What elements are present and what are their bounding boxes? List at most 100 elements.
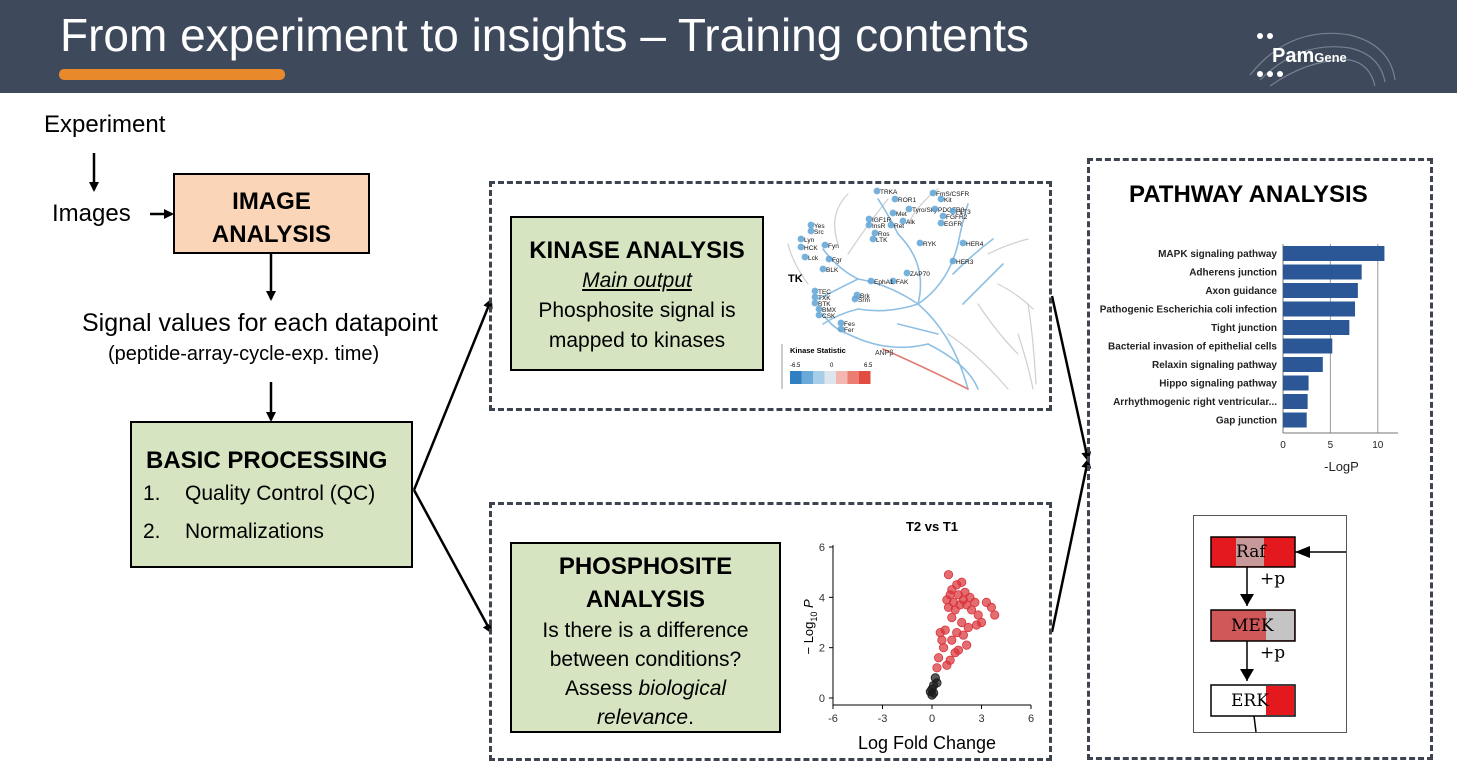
kinase-node — [889, 277, 897, 285]
bar — [1283, 283, 1358, 298]
kinase-node-label: BMX — [822, 307, 837, 314]
kinase-node — [887, 221, 895, 229]
bar — [1283, 264, 1362, 280]
basic-processing-title: BASIC PROCESSING — [146, 447, 388, 474]
data-point — [950, 648, 960, 658]
kinase-node-label: TXK — [818, 295, 831, 302]
bar-category-label: Gap junction — [1216, 416, 1277, 427]
y-tick-label: 2 — [819, 643, 825, 655]
kinase-node — [815, 305, 823, 313]
tree-branch — [952, 238, 994, 275]
bar — [1283, 394, 1308, 409]
kinase-node-label: ZAP70 — [910, 271, 930, 278]
image-analysis-line2: ANALYSIS — [211, 221, 332, 248]
kinase-node — [869, 235, 877, 243]
tree-branch — [822, 313, 849, 335]
bar — [1283, 301, 1356, 317]
tree-branch — [817, 278, 859, 300]
legend-swatch — [824, 371, 836, 384]
y-tick-label: 0 — [819, 693, 825, 705]
phosphosite-desc-1: Is there is a difference — [542, 619, 749, 642]
kinase-node — [867, 277, 875, 285]
phospho-label: +p — [1260, 569, 1286, 589]
x-axis-label: Log Fold Change — [858, 733, 996, 753]
x-tick-label: -3 — [878, 713, 888, 725]
kinase-node-label: HER3 — [956, 259, 974, 266]
tree-branch — [957, 203, 969, 245]
kinase-node-label: BLK — [826, 267, 839, 274]
data-point — [986, 602, 996, 613]
image-analysis-line1: IMAGE — [232, 188, 311, 215]
bar-category-label: Pathogenic Escherichia coli infection — [1100, 305, 1277, 316]
kinase-node — [837, 319, 845, 327]
kinase-node — [819, 265, 827, 273]
slide-title: From experiment to insights – Training c… — [60, 9, 1030, 61]
data-point — [958, 630, 968, 640]
kinase-node — [903, 269, 911, 277]
y-axis-label: − Log10 P — [801, 599, 819, 655]
phosphosite-analysis-box: PHOSPHOSITE ANALYSIS Is there is a diffe… — [510, 542, 781, 733]
pathway-title: PATHWAY ANALYSIS — [1129, 181, 1368, 208]
kinase-desc-1: Phosphosite signal is — [538, 299, 736, 322]
kinase-node-label: Lyn — [804, 237, 815, 244]
bar-category-label: Hippo signaling pathway — [1159, 379, 1277, 390]
kinase-node — [889, 209, 897, 217]
kinase-node-label: FmS/CSFR — [936, 191, 970, 198]
legend-swatch — [813, 371, 825, 384]
legend-swatch — [790, 371, 802, 384]
kinase-node-label: Srm — [858, 297, 870, 304]
kinase-node — [821, 241, 829, 249]
kinase-node — [959, 239, 967, 247]
kinase-node-label: FAK — [896, 279, 909, 286]
pamgene-logo-icon — [1249, 32, 1396, 87]
kinase-node-label: Kit — [944, 197, 952, 204]
arrow-kinase-pathway — [1050, 295, 1092, 462]
kinase-node — [811, 293, 819, 301]
bar-category-label: MAPK signaling pathway — [1158, 249, 1277, 260]
arrow-to-kinase — [412, 298, 493, 491]
data-point — [976, 617, 987, 628]
kinase-node — [797, 243, 805, 251]
kinase-node-label: FLT3 — [956, 209, 971, 216]
images-label: Images — [52, 200, 131, 227]
mapk-cascade-figure: Raf +p MEK +p ERK — [1193, 515, 1347, 733]
bar-category-label: Arrhythmogenic right ventricular... — [1113, 397, 1277, 408]
tree-branch — [847, 333, 929, 349]
mek-label: MEK — [1231, 616, 1274, 636]
tree-branch-red — [882, 348, 969, 390]
kinase-node-label: BTK — [818, 301, 831, 308]
kinase-node — [929, 189, 937, 197]
y-tick-label: 6 — [819, 542, 825, 554]
x-tick-label: 10 — [1372, 440, 1384, 451]
bar — [1283, 357, 1323, 372]
kinase-node-label: Fyn — [828, 243, 839, 250]
raf-label: Raf — [1236, 542, 1266, 562]
data-point — [947, 635, 957, 645]
kinase-title: KINASE ANALYSIS — [529, 237, 745, 264]
tree-branch — [897, 233, 922, 305]
kinase-node-label: LTK — [876, 237, 888, 244]
bar — [1283, 375, 1309, 391]
kinase-node-label: Fgr — [832, 257, 843, 264]
kinase-node-label: HCK — [804, 245, 818, 252]
kinase-node-label: Alk — [906, 219, 916, 226]
kinase-node — [865, 221, 873, 229]
kinase-node — [811, 299, 819, 307]
kinase-node — [899, 217, 907, 225]
tree-branch — [917, 243, 959, 305]
kinase-node — [937, 195, 945, 203]
kinase-node-label: Ret — [894, 223, 904, 230]
kinase-node — [871, 229, 879, 237]
kinase-node — [905, 205, 913, 213]
data-point — [970, 597, 980, 607]
phosphosite-desc-4: relevance. — [597, 706, 694, 729]
kinase-node — [937, 219, 945, 227]
legend-tick-label: -6.5 — [790, 363, 801, 369]
kinase-node-label: Ros — [878, 231, 890, 238]
x-tick-label: 0 — [929, 713, 935, 725]
phosphosite-panel — [489, 502, 1052, 761]
kinase-node — [815, 311, 823, 319]
